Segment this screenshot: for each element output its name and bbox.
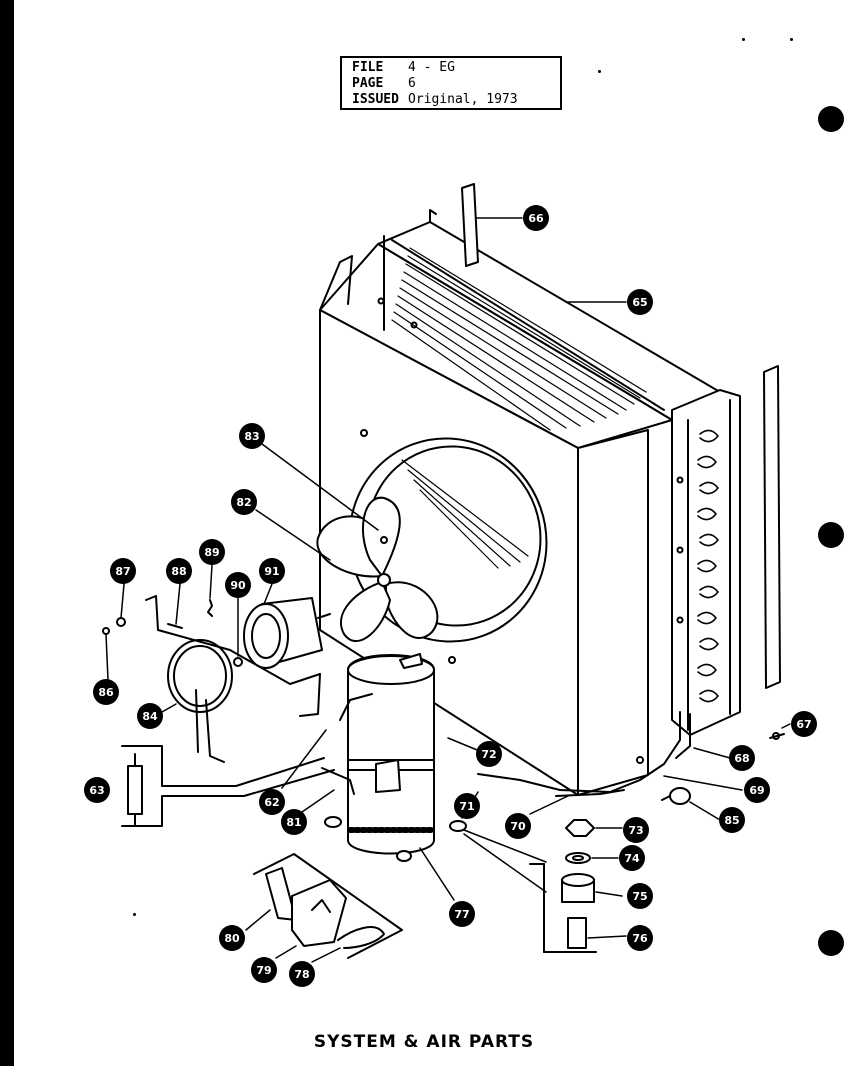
callout-number: 82 (236, 496, 251, 509)
callout-circle (744, 777, 770, 803)
fan-blade (316, 496, 439, 642)
callout-circle (219, 925, 245, 951)
callout-circle (627, 883, 653, 909)
callout-number: 90 (230, 579, 246, 592)
callout-circle (505, 813, 531, 839)
terminal-cover-parts (253, 853, 403, 959)
callout-circle (627, 289, 653, 315)
callout-number: 80 (224, 932, 240, 945)
refrigerant-tubing (477, 711, 691, 797)
fan-motor (243, 597, 331, 669)
callout-circle (619, 845, 645, 871)
speck (742, 38, 745, 41)
callout-number: 86 (98, 686, 114, 699)
file-label: FILE (352, 60, 384, 75)
binder-hole-middle (818, 522, 844, 548)
callout-circle (199, 539, 225, 565)
callout-circle (523, 205, 549, 231)
callout-number: 65 (632, 296, 647, 309)
callout-number: 84 (142, 710, 158, 723)
callout-number: 83 (244, 430, 259, 443)
callout-number: 81 (286, 816, 301, 829)
speck (790, 38, 793, 41)
binder-hole-top (818, 106, 844, 132)
page-value: 6 (408, 76, 416, 91)
callout-number: 67 (796, 718, 811, 731)
callout-number: 69 (749, 784, 764, 797)
callout-circle (623, 817, 649, 843)
callout-circle (251, 957, 277, 983)
callout-circle (239, 423, 265, 449)
callout-number: 73 (628, 824, 643, 837)
callout-number: 88 (171, 565, 186, 578)
callout-circle (110, 558, 136, 584)
callout-circle (166, 558, 192, 584)
callout-circle (476, 741, 502, 767)
condenser-housing (319, 209, 721, 796)
seal-strips (461, 183, 781, 689)
callout-number: 79 (256, 964, 271, 977)
motor-bracket (145, 595, 321, 763)
file-info-box: FILE 4 - EG PAGE 6 ISSUED Original, 1973 (340, 56, 562, 110)
callout-circle (729, 745, 755, 771)
callout-number: 75 (632, 890, 647, 903)
binder-hole-bottom (818, 930, 844, 956)
callout-circle (231, 489, 257, 515)
callout-circle (259, 789, 285, 815)
callout-circle (454, 793, 480, 819)
callout-number: 76 (632, 932, 648, 945)
callout-markers: 66 65 67 68 69 85 83 82 87 88 89 90 91 86 84 63 62 81 72 71… (84, 205, 817, 987)
callout-number: 77 (454, 908, 469, 921)
file-value: 4 - EG (408, 60, 455, 75)
callout-number: 78 (294, 968, 309, 981)
callout-number: 68 (734, 752, 749, 765)
callout-circle (225, 572, 251, 598)
callout-circle (791, 711, 817, 737)
issued-value: Original, 1973 (408, 92, 518, 107)
callout-number: 63 (89, 784, 104, 797)
callout-circle (289, 961, 315, 987)
leader-lines (105, 217, 791, 963)
callout-number: 71 (459, 800, 474, 813)
mount-stack-parts (529, 819, 597, 953)
callout-circle (627, 925, 653, 951)
callout-number: 85 (724, 814, 739, 827)
scan-edge-bar (0, 0, 14, 1066)
callout-circle (281, 809, 307, 835)
page-label: PAGE (352, 76, 384, 91)
callout-circle (93, 679, 119, 705)
callout-number: 74 (624, 852, 640, 865)
speck (598, 70, 601, 73)
speck (133, 913, 136, 916)
callout-number: 70 (510, 820, 526, 833)
callout-number: 72 (481, 748, 496, 761)
evaporator-coil (671, 389, 741, 736)
callout-circle (449, 901, 475, 927)
compressor (321, 653, 467, 862)
callout-circle (137, 703, 163, 729)
callout-number: 66 (528, 212, 544, 225)
callout-number: 87 (115, 565, 130, 578)
page-title: SYSTEM & AIR PARTS (313, 1032, 535, 1052)
callout-circle (259, 558, 285, 584)
callout-circle (719, 807, 745, 833)
callout-number: 62 (264, 796, 279, 809)
callout-circle (84, 777, 110, 803)
filter-drier (121, 745, 335, 827)
issued-label: ISSUED (352, 92, 399, 107)
callout-number: 91 (264, 565, 279, 578)
callout-number: 89 (204, 546, 219, 559)
